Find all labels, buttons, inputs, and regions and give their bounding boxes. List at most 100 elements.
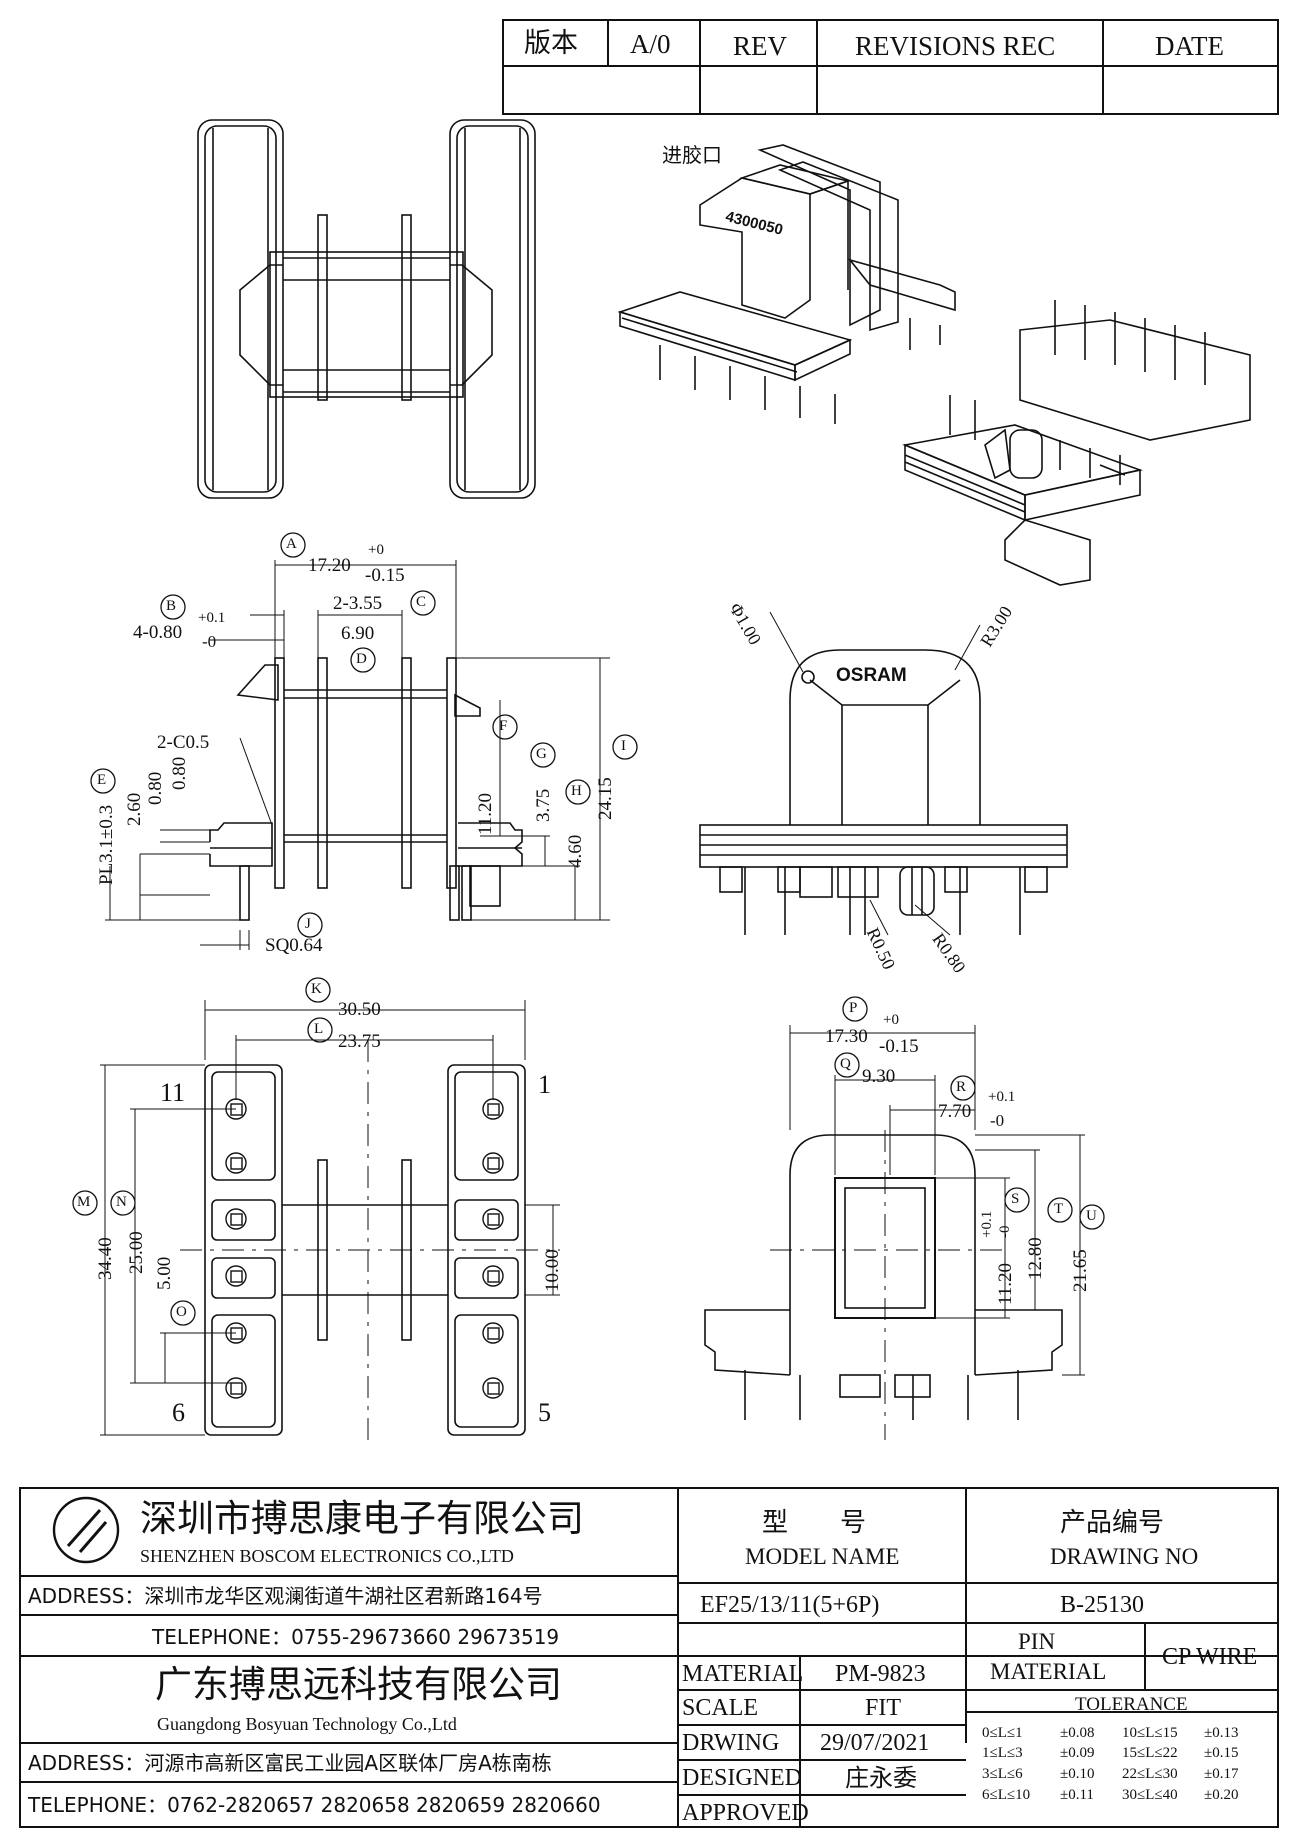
dim-t: 12.80 [1025, 1237, 1046, 1280]
callout-o: O [176, 1304, 187, 1320]
revision-block [502, 19, 1279, 115]
chamfer-label: 2-C0.5 [157, 732, 210, 753]
dim-o: 5.00 [154, 1256, 175, 1290]
drawing-label: DRWING [682, 1730, 780, 1756]
dim-m: 34.40 [95, 1237, 116, 1280]
dim-pl: PL3.1±0.3 [96, 804, 117, 885]
dim-s: 11.20 [995, 1262, 1016, 1305]
callout-c: C [416, 594, 427, 610]
tol-range-1: 1≤L≤3 [982, 1745, 1023, 1761]
dim-b-tol-up: +0.1 [198, 610, 226, 626]
dim-d: 6.90 [341, 623, 375, 644]
callout-k: K [311, 981, 322, 997]
dim-g: 3.75 [533, 788, 554, 822]
dim-r: 7.70 [938, 1101, 972, 1122]
callout-u: U [1086, 1208, 1097, 1224]
callout-q: Q [840, 1056, 851, 1072]
scale-label: SCALE [682, 1695, 759, 1721]
dim-q: 9.30 [862, 1066, 896, 1087]
dim-e: 2.60 [124, 792, 145, 826]
dim-b-tol-dn: -0 [202, 632, 217, 651]
pin-6-label: 6 [172, 1398, 185, 1427]
dim-u: 21.65 [1070, 1249, 1091, 1292]
pin-material-label-2: MATERIAL [990, 1659, 1107, 1684]
tol-value-4: ±0.13 [1204, 1725, 1239, 1741]
callout-i: I [621, 738, 626, 754]
material-value: PM-9823 [835, 1661, 926, 1687]
dim-e2: 0.80 [145, 771, 166, 805]
drawing-no-label-en: DRAWING NO [1050, 1544, 1199, 1569]
callout-d: D [356, 651, 367, 667]
tol-range-2: 3≤L≤6 [982, 1766, 1023, 1782]
telephone-1: TELEPHONE：0755-29673660 29673519 [152, 1625, 560, 1649]
dim-j: SQ0.64 [265, 935, 323, 956]
callout-s: S [1011, 1191, 1020, 1207]
callout-f: F [499, 718, 508, 734]
version-label: 版本 [524, 28, 578, 59]
company2-cn: 广东搏思远科技有限公司 [155, 1663, 562, 1706]
dim-s-tol-up: +0.1 [979, 1210, 995, 1238]
pin-material-label-1: PIN [1018, 1629, 1056, 1654]
address-1: ADDRESS：深圳市龙华区观澜街道牛湖社区君新路164号 [28, 1584, 543, 1608]
revisions-label: REVISIONS REC [855, 31, 1056, 61]
bottom-view-drawing [100, 1000, 560, 1440]
callout-h: H [571, 783, 582, 799]
dim-a-tol-dn: -0.15 [365, 565, 405, 586]
callout-m: M [77, 1194, 91, 1210]
tol-range-6: 22≤L≤30 [1122, 1766, 1178, 1782]
tolerance-label: TOLERANCE [1075, 1694, 1188, 1715]
tol-value-1: ±0.09 [1060, 1745, 1095, 1761]
dim-p: 17.30 [825, 1026, 868, 1047]
dim-s-tol-dn: -0 [997, 1225, 1013, 1239]
model-label-en: MODEL NAME [745, 1544, 900, 1569]
tol-value-6: ±0.17 [1204, 1766, 1239, 1782]
dim-slot: 10.00 [542, 1249, 563, 1292]
designed-value: 庄永委 [845, 1764, 917, 1792]
dim-l: 23.75 [338, 1031, 381, 1052]
dim-r-tol-up: +0.1 [988, 1089, 1016, 1105]
tol-range-7: 30≤L≤40 [1122, 1787, 1178, 1803]
pin-11-label: 11 [160, 1078, 186, 1107]
tol-value-3: ±0.11 [1060, 1787, 1094, 1803]
drawing-date: 29/07/2021 [820, 1730, 930, 1756]
tol-value-7: ±0.20 [1204, 1787, 1239, 1803]
dim-a-tol-up: +0 [368, 542, 384, 558]
drawing-no-label-cn: 产品编号 [1060, 1508, 1165, 1538]
company2-en: Guangdong Bosyuan Technology Co.,Ltd [157, 1714, 457, 1734]
callout-t: T [1054, 1201, 1064, 1217]
dim-p-tol-dn: -0.15 [879, 1036, 919, 1057]
model-value: EF25/13/11(5+6P) [700, 1592, 880, 1618]
approved-label: APPROVED [682, 1800, 809, 1826]
dim-p-tol-up: +0 [883, 1012, 899, 1028]
callout-g: G [536, 746, 547, 762]
callout-b: B [166, 598, 177, 614]
callout-n: N [116, 1194, 127, 1210]
version-value: A/0 [630, 29, 671, 59]
tol-range-0: 0≤L≤1 [982, 1725, 1023, 1741]
pin-5-label: 5 [538, 1398, 551, 1427]
dim-f: 11.20 [475, 792, 496, 835]
iso-view-drawing [617, 144, 1251, 586]
tol-range-3: 6≤L≤10 [982, 1787, 1031, 1803]
date-label: DATE [1155, 31, 1224, 61]
top-view-drawing [197, 119, 536, 499]
callout-circles [72, 532, 1105, 1326]
drawing-no-value: B-25130 [1060, 1592, 1144, 1618]
front-view-drawing [699, 611, 1068, 936]
side-view-drawing [105, 560, 610, 950]
callout-l: L [314, 1021, 324, 1037]
dim-c: 2-3.55 [333, 593, 383, 614]
company-en: SHENZHEN BOSCOM ELECTRONICS CO.,LTD [140, 1546, 514, 1566]
gate-label: 进胶口 [662, 143, 722, 167]
front-logo: OSRAM [836, 665, 907, 686]
tol-range-4: 10≤L≤15 [1122, 1725, 1178, 1741]
model-label-cn: 型 号 [762, 1508, 867, 1538]
title-block-frame [19, 1487, 1279, 1828]
designed-label: DESIGNED [682, 1765, 802, 1791]
telephone-2: TELEPHONE：0762-2820657 2820658 2820659 2… [28, 1793, 601, 1817]
tol-value-5: ±0.15 [1204, 1745, 1239, 1761]
callout-a: A [286, 536, 297, 552]
tol-range-5: 15≤L≤22 [1122, 1745, 1178, 1761]
dim-a: 17.20 [308, 555, 351, 576]
